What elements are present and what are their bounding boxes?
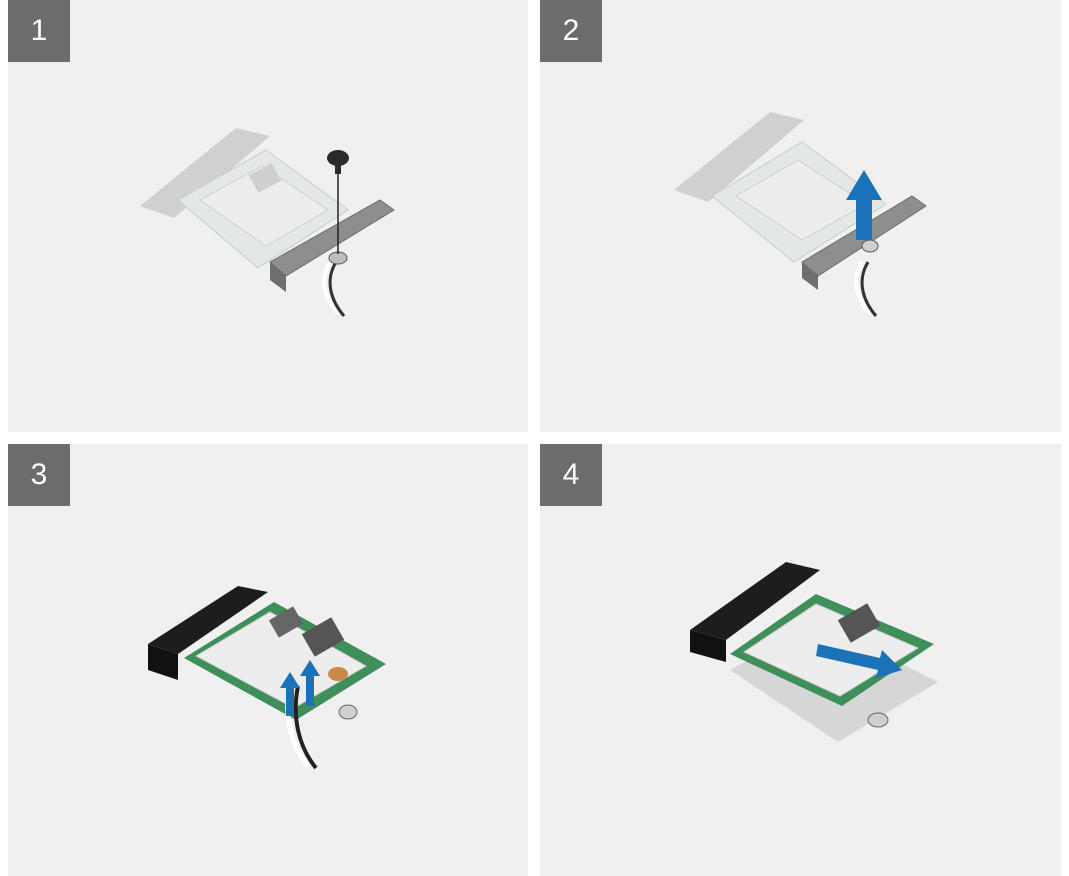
screw-standoff bbox=[862, 240, 878, 252]
step-2-illustration bbox=[540, 0, 1061, 432]
antenna-connector-gold bbox=[328, 667, 348, 681]
step-4-panel: 4 bbox=[540, 444, 1061, 876]
step-3-panel: 3 bbox=[8, 444, 528, 876]
step-2-panel: 2 bbox=[540, 0, 1061, 432]
step-3-illustration bbox=[8, 444, 528, 876]
screw-shaft bbox=[335, 162, 341, 174]
step-1-panel: 1 bbox=[8, 0, 528, 432]
step-1-illustration bbox=[8, 0, 528, 432]
step-4-illustration bbox=[540, 444, 1061, 876]
screw-standoff bbox=[339, 705, 357, 719]
screw-standoff bbox=[868, 713, 888, 727]
